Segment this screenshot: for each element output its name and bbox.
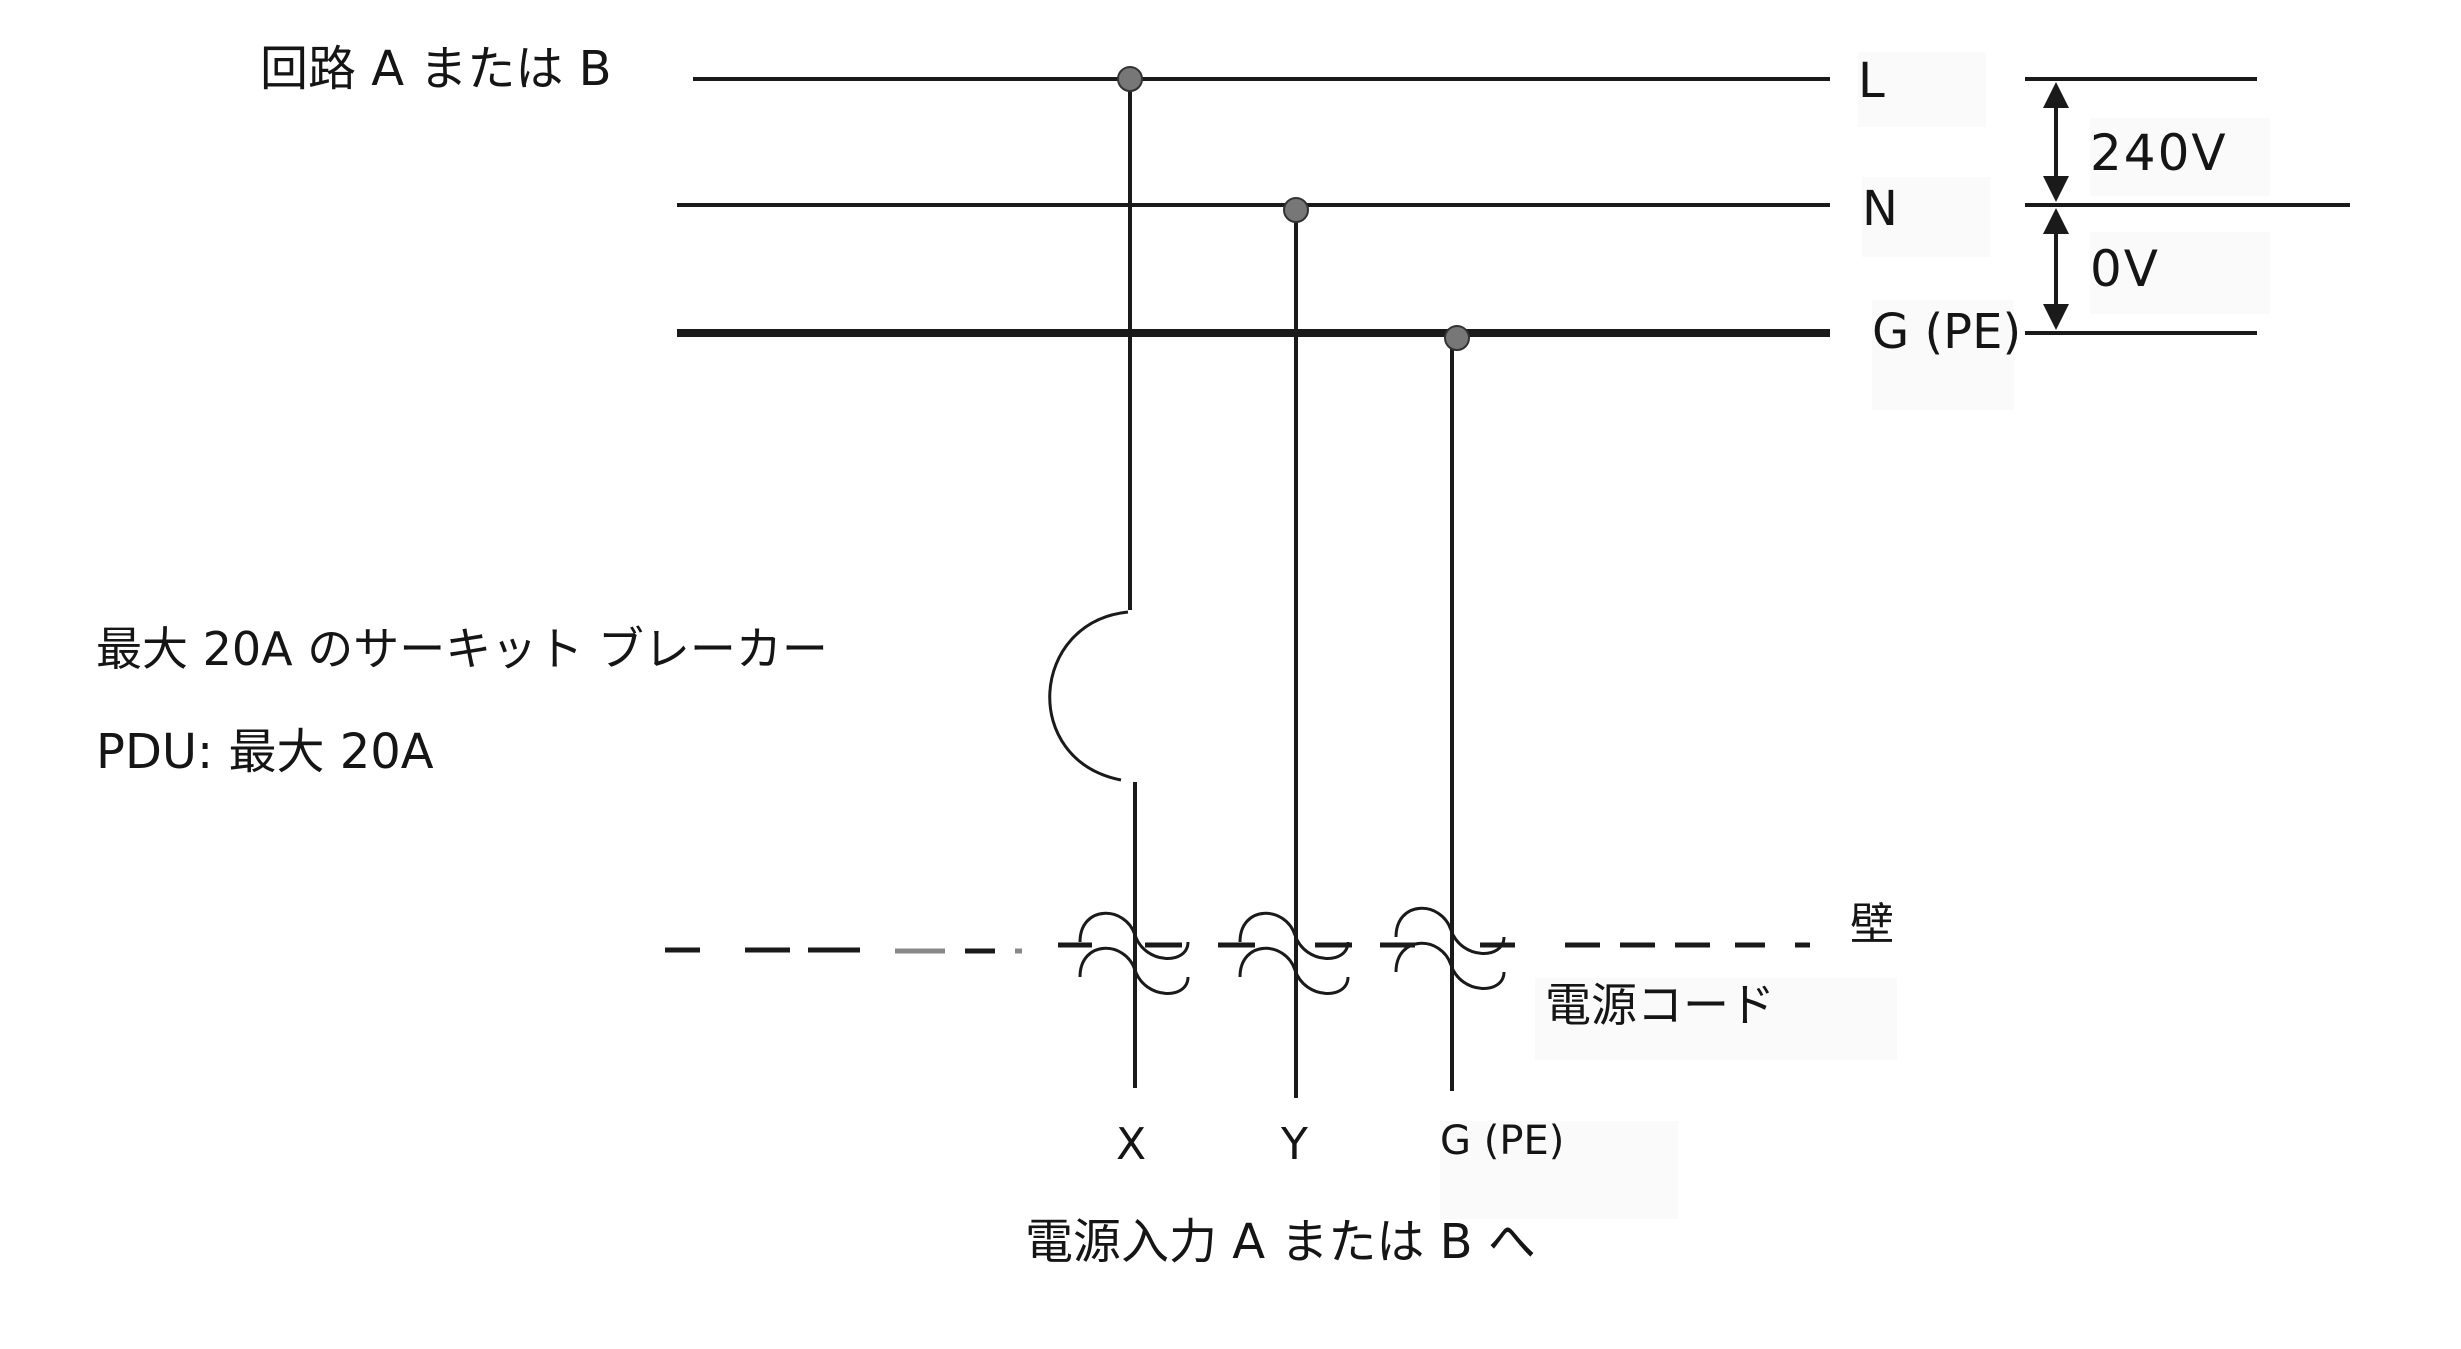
rail-label-g: G (PE) — [1872, 300, 2021, 410]
voltage-label-0v: 0V — [2090, 232, 2270, 314]
voltage-arrow-240v — [2043, 82, 2069, 202]
terminal-label-g: G (PE) — [1440, 1121, 1678, 1219]
wall-dashed-line — [665, 942, 1810, 954]
rail-label-l: L — [1858, 52, 1986, 127]
cord-label: 電源コード — [1535, 978, 1897, 1060]
cord-wave-y — [1238, 911, 1350, 995]
rail-label-n: N — [1862, 177, 1990, 257]
wall-label: 壁 — [1850, 899, 1894, 950]
junction-dot-l — [1117, 66, 1143, 92]
junction-dot-g — [1444, 325, 1470, 351]
voltage-label-240v: 240V — [2090, 118, 2270, 196]
breaker-label: 最大 20A のサーキット ブレーカー — [96, 622, 828, 676]
cord-wave-x — [1078, 911, 1190, 995]
bottom-caption: 電源入力 A または B へ — [1025, 1214, 1536, 1270]
circuit-breaker-symbol — [1048, 610, 1129, 782]
junction-dot-n — [1283, 197, 1309, 223]
voltage-arrow-0v — [2043, 208, 2069, 330]
cord-wave-g — [1394, 906, 1506, 990]
terminal-label-x: X — [1116, 1119, 1147, 1170]
pdu-label: PDU: 最大 20A — [96, 724, 434, 780]
terminal-label-y: Y — [1281, 1119, 1308, 1170]
circuit-label: 回路 A または B — [260, 41, 612, 97]
